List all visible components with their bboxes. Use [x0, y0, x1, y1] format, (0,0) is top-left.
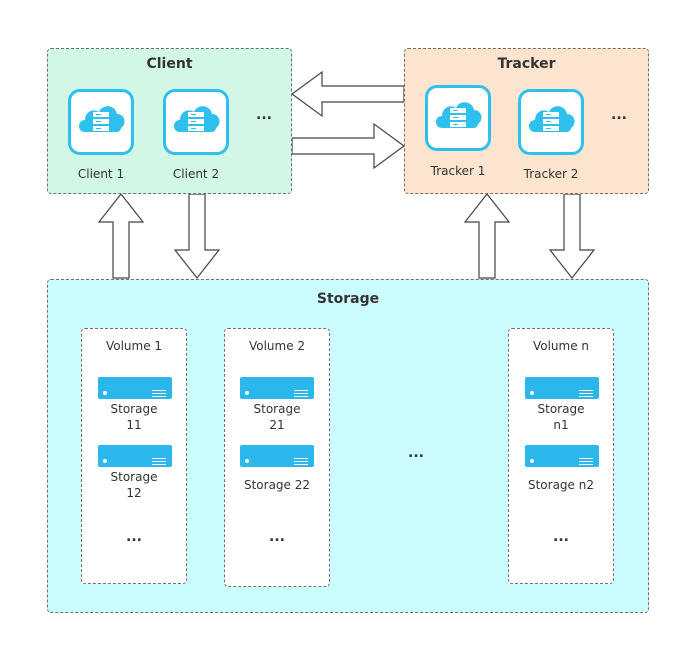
- storage-server-icon: [525, 377, 599, 399]
- volumes-more: ...: [408, 445, 424, 461]
- storage-server-icon: [240, 377, 314, 399]
- storage-server-icon: [525, 445, 599, 467]
- storage-server-label: Storage 21: [253, 402, 301, 432]
- arrow-client-to-storage: [173, 193, 221, 279]
- volume-n: Volume n Storage n1 Storage n2 ...: [508, 328, 614, 584]
- volume-title: Volume 1: [105, 339, 163, 353]
- volume-title: Volume 2: [248, 339, 306, 353]
- storage-server-label: Storage n2: [527, 478, 594, 492]
- volume-more: ...: [553, 529, 569, 545]
- volume-more: ...: [126, 529, 142, 545]
- volume-1: Volume 1 Storage 11 Storage 12 ...: [81, 328, 187, 584]
- cloud-server-icon: [79, 106, 125, 132]
- storage-title: Storage: [316, 291, 380, 307]
- arrow-tracker-to-storage: [548, 193, 596, 279]
- storage-panel: Storage Volume 1 Storage 11 Storage 12 .…: [47, 279, 649, 613]
- arrow-tracker-to-client: [290, 70, 405, 118]
- storage-server-label: Storage 22: [243, 478, 311, 492]
- tracker-2-label: Tracker 2: [523, 167, 579, 181]
- tracker-1-node: [425, 85, 491, 151]
- tracker-2-node: [518, 89, 584, 155]
- storage-server-label: Storage 12: [110, 470, 158, 500]
- tracker-1-label: Tracker 1: [430, 164, 486, 178]
- volume-more: ...: [269, 529, 285, 545]
- cloud-server-icon: [529, 106, 575, 132]
- client-1-node: [68, 89, 134, 155]
- volume-2: Volume 2 Storage 21 Storage 22 ...: [224, 328, 330, 587]
- client-1-label: Client 1: [77, 167, 125, 181]
- tracker-title: Tracker: [497, 56, 556, 72]
- storage-server-icon: [240, 445, 314, 467]
- storage-server-label: Storage n1: [537, 402, 585, 432]
- arrow-storage-to-tracker: [463, 193, 511, 279]
- cloud-server-icon: [174, 106, 220, 132]
- volume-title: Volume n: [532, 339, 590, 353]
- client-panel: Client Client 1 Client 2 ...: [47, 48, 292, 194]
- storage-server-label: Storage 11: [110, 402, 158, 432]
- tracker-more: ...: [611, 107, 627, 123]
- storage-server-icon: [98, 445, 172, 467]
- cloud-server-icon: [436, 102, 482, 128]
- client-2-label: Client 2: [172, 167, 220, 181]
- client-title: Client: [146, 56, 193, 72]
- storage-server-icon: [98, 377, 172, 399]
- tracker-panel: Tracker Tracker 1 Tracker 2 ...: [404, 48, 649, 194]
- arrow-client-to-tracker: [291, 122, 406, 170]
- client-2-node: [163, 89, 229, 155]
- arrow-storage-to-client: [97, 193, 145, 279]
- client-more: ...: [256, 107, 272, 123]
